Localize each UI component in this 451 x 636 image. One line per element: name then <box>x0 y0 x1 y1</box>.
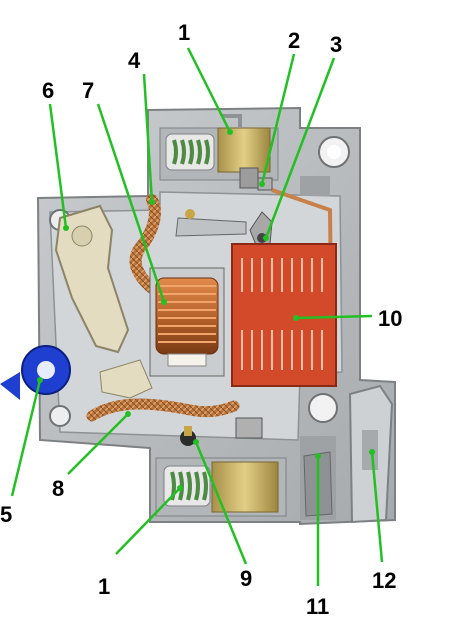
callout-label-10: 10 <box>378 306 402 331</box>
bottom-terminal-assembly <box>155 457 287 517</box>
callout-label-5: 5 <box>0 502 12 527</box>
leader-1-bottom <box>115 487 181 555</box>
leader-2 <box>260 53 296 185</box>
solenoid <box>149 209 225 377</box>
leader-1-top <box>186 47 232 133</box>
callout-label-11: 11 <box>306 594 329 619</box>
callout-label-2: 2 <box>288 28 300 53</box>
callout-label-8: 8 <box>52 476 64 501</box>
toggle-lever <box>54 204 153 399</box>
leader-3 <box>264 57 336 239</box>
callout-label-9: 9 <box>240 566 252 591</box>
callout-label-3: 3 <box>330 32 342 57</box>
leader-6 <box>48 103 68 229</box>
leader-arrowheads <box>37 129 375 491</box>
leader-4 <box>142 73 154 203</box>
leader-5 <box>10 379 42 497</box>
leader-7 <box>96 103 166 303</box>
callout-label-4: 4 <box>128 48 141 73</box>
top-spring <box>172 139 210 165</box>
leader-10 <box>295 314 373 320</box>
callout-label-1-top: 1 <box>178 20 190 45</box>
leader-lines <box>10 47 384 586</box>
leader-9 <box>194 441 248 565</box>
callout-label-6: 6 <box>42 78 54 103</box>
leader-12 <box>370 451 384 563</box>
indicator-dial <box>0 345 71 400</box>
leader-8 <box>67 413 129 475</box>
braided-wire-top <box>129 194 161 294</box>
callout-label-7: 7 <box>82 78 94 103</box>
callout-label-12: 12 <box>372 568 396 593</box>
callout-labels: 1 2 3 4 5 6 7 8 9 10 11 12 1 <box>0 20 402 619</box>
braided-wire-bottom <box>86 398 240 422</box>
calibration-screw <box>180 417 263 446</box>
arc-chute <box>231 243 337 387</box>
callout-label-1-bottom: 1 <box>98 574 110 599</box>
